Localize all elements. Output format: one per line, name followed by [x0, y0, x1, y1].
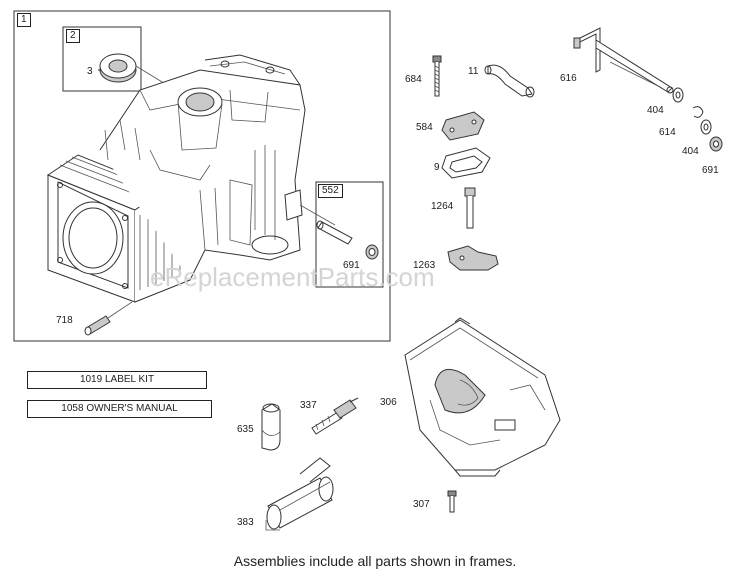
part-718-label: 718 — [56, 315, 73, 326]
footer-note: Assemblies include all parts shown in fr… — [233, 553, 517, 569]
blower-housing-306 — [404, 317, 561, 477]
screw-307 — [447, 490, 457, 513]
frame-1 — [13, 10, 391, 342]
frame-1-id: 1 — [17, 13, 31, 27]
spark-plug-337 — [311, 397, 359, 435]
crankcase-block — [46, 54, 306, 303]
frame-2 — [62, 26, 142, 92]
nut-691-b — [709, 136, 723, 152]
clip-614 — [692, 106, 704, 118]
part-9-label: 9 — [434, 162, 440, 173]
part-383 — [265, 457, 334, 531]
washer-404-b — [700, 119, 712, 135]
dowel-pin-718 — [84, 315, 111, 336]
part-404a-label: 404 — [647, 105, 664, 116]
bolt-1264 — [464, 187, 476, 229]
part-307-label: 307 — [413, 499, 430, 510]
part-11-label: 11 — [468, 66, 479, 77]
governor-shaft-616 — [573, 27, 674, 94]
gasket-9 — [441, 147, 491, 179]
part-691b-label: 691 — [702, 165, 719, 176]
part-584-label: 584 — [416, 122, 433, 133]
watermark: eReplacementParts.com — [150, 262, 435, 292]
hose-11 — [484, 64, 535, 98]
part-3-label: 3 — [87, 66, 93, 77]
plate-584 — [441, 111, 485, 141]
dowel-552 — [316, 220, 353, 245]
plate-1263 — [447, 245, 499, 271]
part-337-label: 337 — [300, 400, 317, 411]
frame-2-id: 2 — [66, 29, 80, 43]
frame-552-id: 552 — [318, 184, 343, 198]
part-616-label: 616 — [560, 73, 577, 84]
part-684-label: 684 — [405, 74, 422, 85]
part-691-label: 691 — [343, 260, 360, 271]
nut-691 — [365, 244, 379, 260]
part-404b-label: 404 — [682, 146, 699, 157]
owners-manual-box: 1058 OWNER'S MANUAL — [27, 400, 212, 418]
part-1264-label: 1264 — [431, 201, 454, 212]
washer-404-a — [672, 87, 684, 103]
bolt-684 — [432, 55, 442, 97]
part-383-label: 383 — [237, 517, 254, 528]
part-635-label: 635 — [237, 424, 254, 435]
seal-part — [98, 53, 137, 83]
part-1263-label: 1263 — [413, 260, 436, 271]
frame-552 — [315, 181, 384, 288]
part-306-label: 306 — [380, 397, 397, 408]
part-614-label: 614 — [659, 127, 676, 138]
spark-plug-boot-635 — [261, 403, 281, 451]
label-kit-box: 1019 LABEL KIT — [27, 371, 207, 389]
